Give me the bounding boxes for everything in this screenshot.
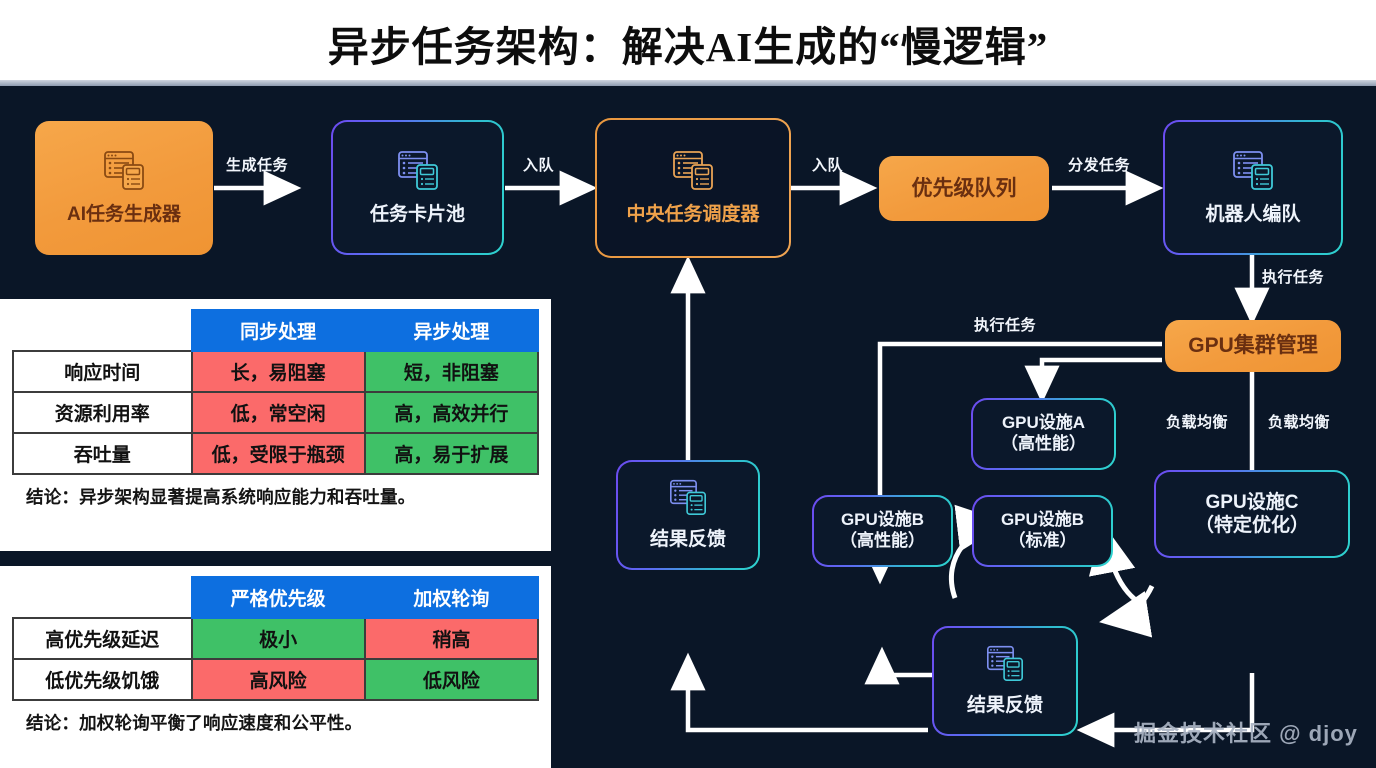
- node-label: 任务卡片池: [369, 203, 465, 225]
- cell-async: 短，非阻塞: [363, 350, 540, 393]
- node-label: 结果反馈: [966, 695, 1043, 717]
- table-conclusion: 结论：异步架构显著提高系统响应能力和吞吐量。: [26, 487, 416, 507]
- edge-label-execute-task-left: 执行任务: [974, 317, 1037, 334]
- node-gpu-a[interactable]: GPU设施A （高性能）: [971, 398, 1116, 470]
- node-result-feedback-left[interactable]: 结果反馈: [616, 460, 760, 570]
- row-label: 高优先级延迟: [12, 617, 193, 660]
- node-label: 结果反馈: [649, 529, 726, 551]
- table-header-async: 异步处理: [363, 309, 540, 352]
- table-row: 高优先级延迟 极小 稍高: [12, 617, 540, 660]
- node-gpu-c[interactable]: GPU设施C （特定优化）: [1154, 470, 1350, 558]
- node-label: GPU设施A （高性能）: [1001, 413, 1086, 453]
- document-card-icon: [102, 149, 146, 196]
- node-label: GPU集群管理: [1188, 334, 1318, 358]
- cell-sync: 长，易阻塞: [190, 350, 366, 393]
- title-divider: [0, 80, 1376, 86]
- node-task-card-pool[interactable]: 任务卡片池: [331, 120, 504, 255]
- table-row: 吞吐量 低，受限于瓶颈 高，易于扩展: [12, 432, 540, 475]
- comparison-table-sync: 同步处理 异步处理 响应时间 长，易阻塞 短，非阻塞 资源利用率 低，常空闲 高…: [0, 299, 551, 551]
- edge-label-execute-task-right: 执行任务: [1262, 269, 1325, 286]
- node-label: 机器人编队: [1205, 203, 1301, 225]
- table-header-row: 同步处理 异步处理: [13, 309, 540, 352]
- cell-strict: 极小: [190, 617, 366, 660]
- edge-label-generate-task: 生成任务: [226, 157, 289, 174]
- node-label: AI任务生成器: [66, 204, 181, 226]
- table-sync: 同步处理 异步处理 响应时间 长，易阻塞 短，非阻塞 资源利用率 低，常空闲 高…: [12, 309, 540, 475]
- node-label: GPU设施B （高性能）: [840, 510, 925, 550]
- row-label: 资源利用率: [12, 391, 193, 434]
- row-label: 响应时间: [12, 350, 193, 393]
- cell-weighted: 稍高: [363, 617, 540, 660]
- node-result-feedback-bottom[interactable]: 结果反馈: [932, 626, 1078, 736]
- edge-feedback-to-feedback: [670, 652, 928, 733]
- document-card-icon: [985, 644, 1025, 687]
- edge-label-dispatch-task: 分发任务: [1068, 157, 1131, 174]
- row-label: 吞吐量: [12, 432, 193, 475]
- table-header-weighted: 加权轮询: [363, 576, 540, 619]
- comparison-table-priority: 严格优先级 加权轮询 高优先级延迟 极小 稍高 低优先级饥饿 高风险 低风险 结…: [0, 566, 551, 768]
- edge-label-load-balance-1: 负载均衡: [1166, 414, 1229, 431]
- table-header-row: 严格优先级 加权轮询: [13, 576, 540, 619]
- node-label: GPU设施C （特定优化）: [1194, 491, 1309, 536]
- table-conclusion: 结论：加权轮询平衡了响应速度和公平性。: [26, 713, 363, 733]
- node-gpu-cluster-manager[interactable]: GPU集群管理: [1165, 320, 1341, 372]
- table-priority: 严格优先级 加权轮询 高优先级延迟 极小 稍高 低优先级饥饿 高风险 低风险: [12, 576, 540, 701]
- document-card-icon: [396, 149, 440, 196]
- row-label: 低优先级饥饿: [12, 658, 193, 701]
- cell-async: 高，高效并行: [363, 391, 540, 434]
- edge-label-load-balance-2: 负载均衡: [1268, 414, 1331, 431]
- cell-strict: 高风险: [190, 658, 366, 701]
- node-ai-task-generator[interactable]: AI任务生成器: [35, 121, 213, 255]
- table-header-sync: 同步处理: [190, 309, 366, 352]
- table-header-strict: 严格优先级: [190, 576, 366, 619]
- page-title: 异步任务架构：解决AI生成的“慢逻辑”: [327, 24, 1049, 70]
- title-band: 异步任务架构：解决AI生成的“慢逻辑”: [0, 0, 1376, 86]
- node-label: 中央任务调度器: [626, 204, 760, 226]
- table-row: 响应时间 长，易阻塞 短，非阻塞: [12, 350, 540, 393]
- edge-gpuC-to-gpuB-std: [1099, 584, 1155, 638]
- node-label: GPU设施B （标准）: [1000, 510, 1085, 550]
- watermark: 掘金技术社区 @ djoy: [1134, 721, 1358, 746]
- edge-label-enqueue-1: 入队: [523, 157, 555, 174]
- edge-gpuC-to-feedback: [1076, 673, 1255, 748]
- node-robot-fleet[interactable]: 机器人编队: [1163, 120, 1343, 255]
- cell-sync: 低，受限于瓶颈: [190, 432, 366, 475]
- table-corner-cell: [13, 577, 192, 618]
- node-label: 优先级队列: [911, 176, 1017, 200]
- cell-async: 高，易于扩展: [363, 432, 540, 475]
- document-card-icon: [671, 149, 715, 196]
- table-row: 低优先级饥饿 高风险 低风险: [12, 658, 540, 701]
- cell-sync: 低，常空闲: [190, 391, 366, 434]
- edge-label-enqueue-2: 入队: [812, 157, 844, 174]
- node-gpu-b-high[interactable]: GPU设施B （高性能）: [812, 495, 953, 567]
- edge-cluster-to-gpuA: [1024, 357, 1162, 404]
- table-corner-cell: [13, 310, 192, 351]
- diagram-canvas: 生成任务 入队 入队 分发任务 执行任务 执行任务 负载均衡 负载均衡: [0, 86, 1376, 768]
- document-card-icon: [668, 478, 708, 521]
- node-gpu-b-std[interactable]: GPU设施B （标准）: [972, 495, 1113, 567]
- table-row: 资源利用率 低，常空闲 高，高效并行: [12, 391, 540, 434]
- cell-weighted: 低风险: [363, 658, 540, 701]
- node-priority-queue[interactable]: 优先级队列: [879, 156, 1049, 221]
- node-central-scheduler[interactable]: 中央任务调度器: [595, 118, 791, 258]
- document-card-icon: [1231, 149, 1275, 196]
